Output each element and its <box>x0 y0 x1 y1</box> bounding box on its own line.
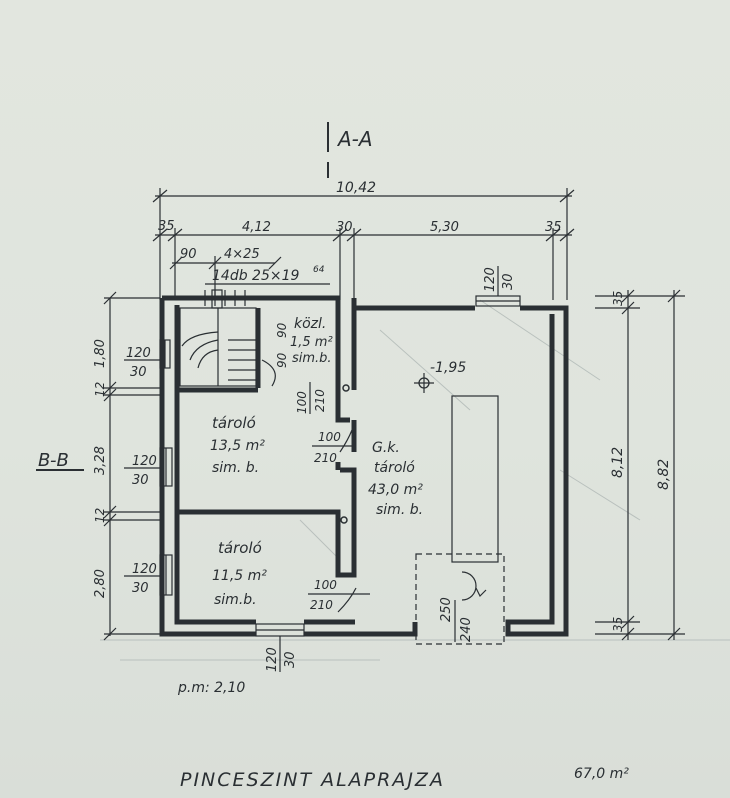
door-1-num: 100 <box>295 391 309 414</box>
section-mark-a: A-A <box>327 122 373 178</box>
window-left-2-num: 120 <box>132 454 157 469</box>
room-taroló-2: tároló 11,5 m² sim.b. <box>212 539 267 608</box>
door-2-num: 100 <box>318 430 341 444</box>
stair-steps-label: 14db 25×19 <box>212 268 299 284</box>
stair <box>179 289 257 387</box>
title-area: 67,0 m² <box>574 766 629 782</box>
ghost-marks <box>100 299 730 661</box>
left-dimensions: 1,80 12 3,28 12 2,80 <box>93 291 160 641</box>
stair-dims: 90 90 <box>261 322 289 387</box>
window-top-den: 30 <box>501 273 516 290</box>
room-gk-name: G.k. <box>372 440 400 456</box>
room-kozl-area: 1,5 m² <box>290 335 333 350</box>
dim-top-3: 30 <box>336 220 353 235</box>
window-left-2-den: 30 <box>132 473 149 488</box>
room-taroló-2-name: tároló <box>218 539 262 557</box>
exterior-walls <box>159 295 569 637</box>
dim-left-2: 12 <box>93 382 107 397</box>
stair-dim-a: 90 <box>275 322 289 338</box>
window-top-num: 120 <box>483 267 498 292</box>
room-kozl-floor: sim.b. <box>292 351 332 366</box>
window-left-1-num: 120 <box>126 346 151 361</box>
pm-label: p.m: 2,10 <box>177 680 245 696</box>
door-1-den: 210 <box>313 389 327 412</box>
dim-right-outer: 8,82 <box>656 459 672 490</box>
room-taroló-1-area: 13,5 m² <box>210 438 265 454</box>
inspection-pit <box>451 395 499 563</box>
dim-overall-width: 10,42 <box>336 180 376 196</box>
dim-right-top: 35 <box>611 291 625 306</box>
door-3-num: 100 <box>314 578 337 592</box>
sliding-door-den: 240 <box>459 617 474 642</box>
dim-left-4: 12 <box>93 508 107 523</box>
dim-left-1: 1,80 <box>93 339 108 368</box>
room-taroló-2-floor: sim.b. <box>214 592 257 608</box>
dim-stair-offset: 90 <box>180 247 197 262</box>
section-label-b: B-B <box>38 450 69 471</box>
dim-left-5: 2,80 <box>93 569 108 598</box>
room-taroló-1: tároló 13,5 m² sim. b. <box>210 414 265 476</box>
stair-dim-b: 90 <box>275 352 289 368</box>
room-gk: G.k. tároló 43,0 m² sim. b. <box>368 440 423 518</box>
level-mark: -1,95 <box>414 360 466 393</box>
top-dimensions: 10,42 35 4,12 30 5,30 35 90 4×25 14db 25… <box>152 180 575 300</box>
room-taroló-2-area: 11,5 m² <box>212 568 267 584</box>
right-dimensions: 35 8,12 8,82 35 <box>595 289 685 641</box>
stair-steps-sup: 64 <box>313 265 325 275</box>
window-bottom-num: 120 <box>265 647 280 672</box>
room-taroló-1-name: tároló <box>212 414 256 432</box>
room-taroló-1-floor: sim. b. <box>212 460 259 476</box>
door-2-den: 210 <box>314 451 337 465</box>
room-gk-name2: tároló <box>374 460 415 476</box>
section-label-a: A-A <box>336 127 373 151</box>
window-left-3-den: 30 <box>132 581 149 596</box>
title-text: PINCESZINT ALAPRAJZA <box>180 769 445 791</box>
section-mark-b: B-B <box>36 450 84 471</box>
window-bottom-den: 30 <box>283 651 298 668</box>
dim-left-3: 3,28 <box>93 446 108 475</box>
dim-top-5: 35 <box>545 220 562 235</box>
dim-top-2: 4,12 <box>242 220 271 235</box>
door-3-den: 210 <box>310 598 333 612</box>
room-gk-floor: sim. b. <box>376 502 423 518</box>
room-gk-area: 43,0 m² <box>368 482 423 498</box>
drawing-title: PINCESZINT ALAPRAJZA 67,0 m² <box>180 766 629 791</box>
dim-top-4: 5,30 <box>430 220 459 235</box>
dim-stair-count: 4×25 <box>224 247 260 262</box>
room-kozl-name: közl. <box>294 316 326 332</box>
window-left-1-den: 30 <box>130 365 147 380</box>
room-kozl: közl. 1,5 m² sim.b. <box>290 316 333 366</box>
level-value: -1,95 <box>430 360 466 376</box>
sliding-door-num: 250 <box>439 597 454 622</box>
window-left-3-num: 120 <box>132 562 157 577</box>
dim-top-1: 35 <box>158 219 175 234</box>
dim-right-bottom: 35 <box>611 617 625 632</box>
doors: 100 210 100 210 100 210 250 240 <box>295 372 505 645</box>
dim-right-inner: 8,12 <box>610 447 626 478</box>
windows: 120 30 120 30 120 30 120 30 120 30 <box>124 266 521 672</box>
